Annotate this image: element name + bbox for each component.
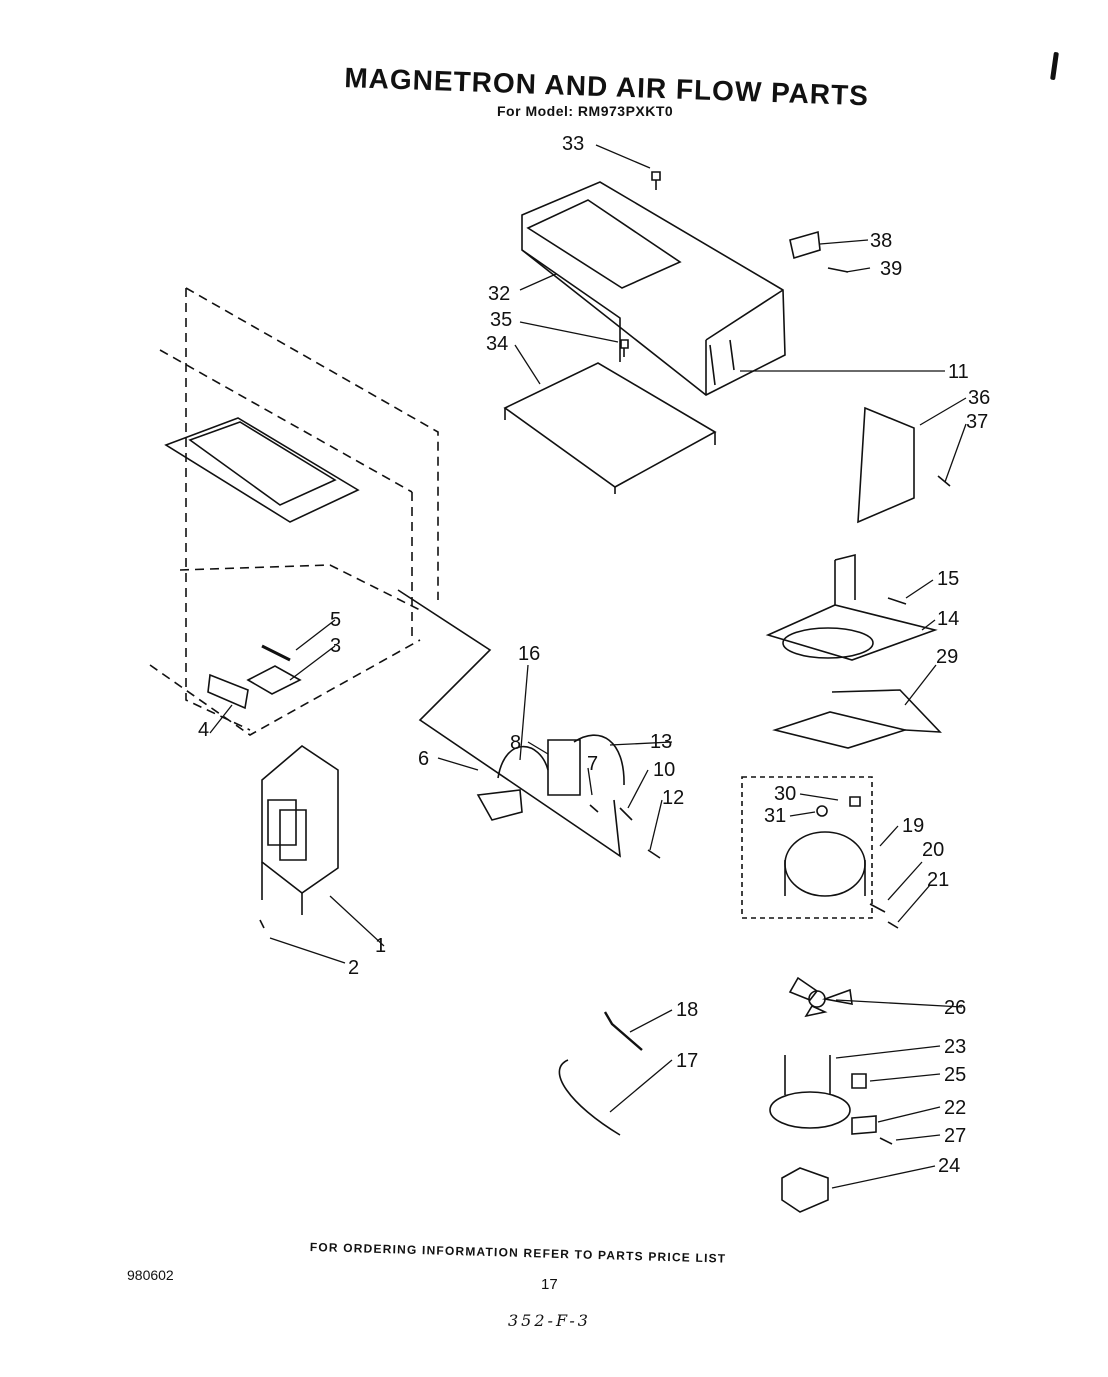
callout-6: 6: [418, 748, 429, 770]
callout-27: 27: [944, 1125, 966, 1147]
callout-39: 39: [880, 258, 902, 280]
callout-16: 16: [518, 643, 540, 665]
callout-5: 5: [330, 609, 341, 631]
nut-25: [851, 1073, 867, 1089]
fan-motor-19: [784, 831, 866, 897]
screw-2: [259, 919, 265, 929]
harness-18: [603, 1011, 643, 1051]
wire-13: [573, 734, 625, 786]
waveguide-cover: [164, 417, 360, 523]
screw-33: [651, 171, 661, 190]
model-line: For Model: RM973PXKT0: [497, 103, 674, 119]
callout-20: 20: [922, 839, 944, 861]
assembly-lines: [397, 589, 621, 858]
screw-27: [879, 1137, 893, 1145]
callout-33: 33: [562, 133, 584, 155]
callout-29: 29: [936, 646, 958, 668]
harness-17: [558, 1059, 621, 1136]
part-4: [207, 673, 249, 710]
screw-39: [827, 267, 849, 273]
callout-21: 21: [927, 869, 949, 891]
callout-14: 14: [937, 608, 959, 630]
callout-36: 36: [968, 387, 990, 409]
bracket-38: [789, 230, 821, 260]
fan-blade-26: [788, 976, 853, 1018]
callout-31: 31: [764, 805, 786, 827]
oven-cavity-outline: [149, 287, 439, 736]
callout-13: 13: [650, 731, 672, 753]
fan-bracket-14: [765, 604, 938, 661]
screw-35: [620, 339, 629, 357]
screw-15: [887, 597, 907, 605]
callout-25: 25: [944, 1064, 966, 1086]
washer-31: [816, 805, 828, 817]
part-22: [851, 1115, 877, 1135]
callout-10: 10: [653, 759, 675, 781]
plate-36: [857, 406, 915, 524]
callout-numbers: 33 38 39 32 35 34 11 36 37 15 14 29 5 3 …: [198, 133, 990, 1177]
fan-motor-outline: [741, 776, 873, 919]
callout-26: 26: [944, 997, 966, 1019]
nut-30: [849, 796, 861, 807]
callout-15: 15: [937, 568, 959, 590]
callout-37: 37: [966, 411, 988, 433]
air-guide-29: [772, 711, 908, 749]
document-number: 980602: [127, 1267, 174, 1283]
screw-7: [589, 804, 599, 813]
callout-7: 7: [587, 753, 598, 775]
callout-1: 1: [375, 935, 386, 957]
callout-4: 4: [198, 719, 209, 741]
handwritten-code: 352-F-3: [508, 1311, 591, 1330]
transformer: [261, 744, 339, 894]
screw-5: [261, 644, 291, 662]
page-number: 17: [541, 1276, 558, 1293]
part-24: [781, 1167, 829, 1213]
callout-17: 17: [676, 1050, 698, 1072]
diode-10: [619, 807, 633, 821]
bracket-6: [476, 789, 523, 821]
part-20: [869, 903, 886, 913]
callout-8: 8: [510, 732, 521, 754]
callout-12: 12: [662, 787, 684, 809]
callout-34: 34: [486, 333, 508, 355]
part-3: [246, 665, 302, 695]
callout-23: 23: [944, 1036, 966, 1058]
callout-30: 30: [774, 783, 796, 805]
callout-22: 22: [944, 1097, 966, 1119]
screw-12: [647, 849, 661, 859]
screw-21: [887, 921, 899, 929]
callout-3: 3: [330, 635, 341, 657]
callout-11: 11: [948, 361, 969, 383]
callout-35: 35: [490, 309, 512, 331]
harness-16: [497, 745, 549, 779]
fan-housing: [769, 1091, 851, 1129]
callout-18: 18: [676, 999, 698, 1021]
callout-38: 38: [870, 230, 892, 252]
callout-2: 2: [348, 957, 359, 979]
callout-32: 32: [488, 283, 510, 305]
callout-19: 19: [902, 815, 924, 837]
leader-lines: [209, 144, 967, 1189]
callout-24: 24: [938, 1155, 960, 1177]
screw-37: [937, 475, 951, 487]
capacitor-8: [547, 739, 581, 796]
duct-cover-plate: [503, 362, 717, 488]
air-duct-housing: [521, 181, 786, 396]
line-art: [149, 171, 951, 1213]
